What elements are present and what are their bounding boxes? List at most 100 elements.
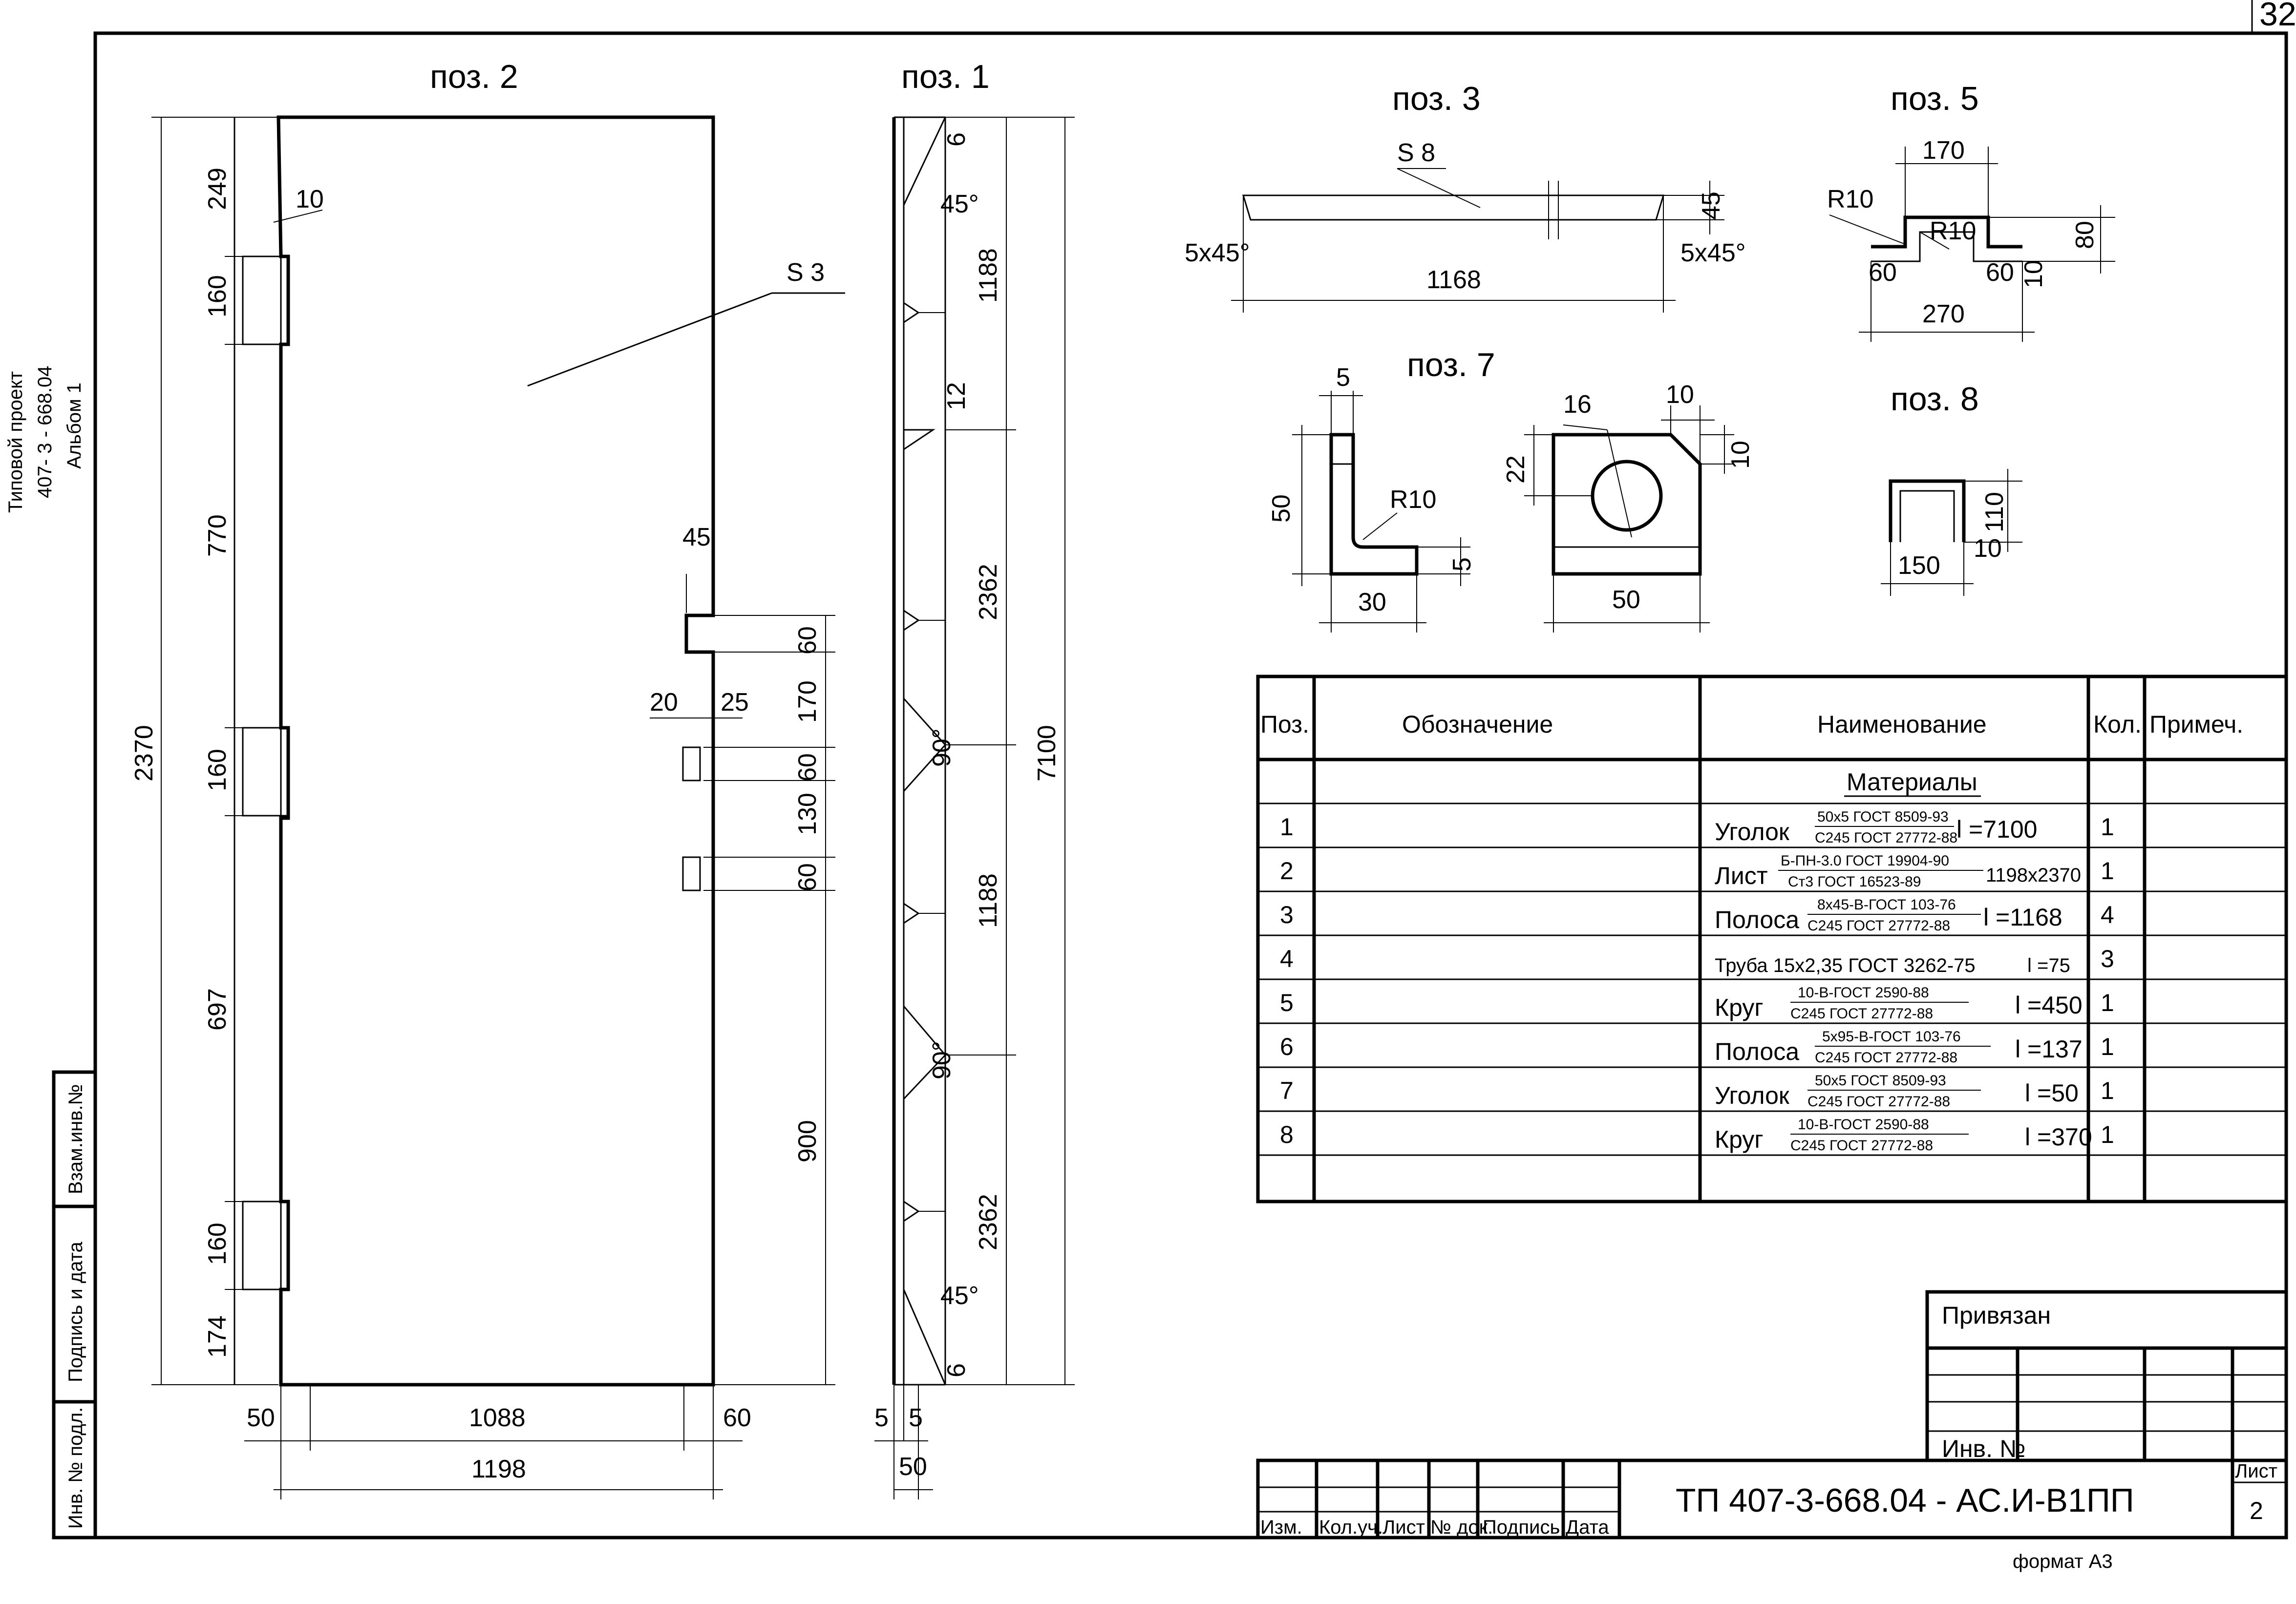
side-label: Типовой проект 407- 3 - 668.04 Альбом 1 xyxy=(5,366,85,513)
drawing-pos8: поз. 8 110 10 150 xyxy=(1881,380,2022,596)
spec-row7-steel: С245 ГОСТ 27772-88 xyxy=(1807,1094,1950,1110)
pos1-angle-90a: 90° xyxy=(928,728,956,767)
spec-row: 7 Уголок 50x5 ГОСТ 8509-93 С245 ГОСТ 277… xyxy=(1280,1073,2114,1110)
title-col-date: Дата xyxy=(1566,1517,1609,1538)
spec-row3-pos: 3 xyxy=(1280,901,1294,929)
spec-row3-steel: С245 ГОСТ 27772-88 xyxy=(1807,918,1950,934)
pos1-dim-50: 50 xyxy=(899,1453,927,1481)
pos2-dim-770: 770 xyxy=(203,514,232,557)
title-col-change: Изм. xyxy=(1260,1517,1302,1538)
pos7-title: поз. 7 xyxy=(1407,346,1495,383)
sheet-label: Лист xyxy=(2235,1460,2277,1482)
pos8-dim-10: 10 xyxy=(1974,534,2002,563)
title-block: Изм. Кол.уч. Лист № док. Подпись Дата ТП… xyxy=(1256,1458,2288,1540)
pos2-dim-900: 900 xyxy=(793,1120,822,1162)
spec-row5-pos: 5 xyxy=(1280,989,1294,1016)
pos1-dim-1188a: 1188 xyxy=(974,248,1002,303)
spec-row7-qty: 1 xyxy=(2101,1077,2114,1104)
pos2-dim-130: 130 xyxy=(793,793,822,835)
spec-row5-steel: С245 ГОСТ 27772-88 xyxy=(1790,1006,1933,1022)
pos2-dim-45: 45 xyxy=(682,523,711,551)
sheet-number: 2 xyxy=(2250,1497,2263,1524)
pos2-thickness: S 3 xyxy=(787,258,825,287)
spec-row: 6 Полоса 5x95-В-ГОСТ 103-76 С245 ГОСТ 27… xyxy=(1280,1029,2114,1066)
spec-row4-name: Труба 15x2,35 ГОСТ 3262-75 xyxy=(1715,955,1976,976)
drawing-pos3: поз. 3 S 8 45 5x45° 5x45° 1168 xyxy=(1185,80,1746,313)
spec-row1-name: Уголок xyxy=(1715,818,1790,845)
spec-row8-name: Круг xyxy=(1715,1126,1764,1153)
pos3-dim-45: 45 xyxy=(1697,191,1725,220)
spec-row: 1 Уголок 50x5 ГОСТ 8509-93 С245 ГОСТ 277… xyxy=(1280,809,2114,846)
spec-row: 3 Полоса 8x45-В-ГОСТ 103-76 С245 ГОСТ 27… xyxy=(1280,897,2114,934)
pos1-dim-1188b: 1188 xyxy=(974,873,1002,928)
spec-header-name: Наименование xyxy=(1817,711,1987,738)
spec-row2-grade: Б-ПН-3.0 ГОСТ 19904-90 xyxy=(1781,853,1949,869)
pos7-dim-22: 22 xyxy=(1502,455,1530,484)
spec-header-note: Примеч. xyxy=(2149,711,2243,738)
spec-row6-steel: С245 ГОСТ 27772-88 xyxy=(1815,1050,1957,1066)
spec-row8-pos: 8 xyxy=(1280,1121,1294,1148)
pos5-dim-10: 10 xyxy=(2020,260,2048,288)
pos2-dim-60d: 60 xyxy=(723,1404,751,1432)
spec-header-qty: Кол. xyxy=(2093,711,2142,738)
pos8-dim-110: 110 xyxy=(1980,492,2009,532)
spec-row7-length: l =50 xyxy=(2025,1079,2079,1107)
spec-table: Поз. Обозначение Наименование Кол. Приме… xyxy=(1256,675,2288,1203)
pos7-dim-5: 5 xyxy=(1336,363,1350,392)
pos5-title: поз. 5 xyxy=(1891,80,1979,117)
pos2-dim-60a: 60 xyxy=(793,626,822,654)
pos5-dim-60a: 60 xyxy=(1869,258,1897,287)
pos8-dim-150: 150 xyxy=(1898,551,1940,580)
spec-row5-grade: 10-В-ГОСТ 2590-88 xyxy=(1798,985,1929,1001)
corner-number: 32 xyxy=(2259,0,2296,33)
side-label-line3: Альбом 1 xyxy=(64,382,85,469)
spec-row3-length: l =1168 xyxy=(1983,904,2062,931)
drawing-pos2: поз. 2 S 3 249 160 770 160 697 160 174 2… xyxy=(130,58,845,1499)
spec-section-title: Материалы xyxy=(1847,768,1977,796)
pos2-dim-60b: 60 xyxy=(793,753,822,781)
title-col-sheet: Лист xyxy=(1382,1517,1425,1538)
spec-row6-length: l =137 xyxy=(2015,1035,2083,1063)
spec-row2-pos: 2 xyxy=(1280,857,1294,885)
pos1-angle-45b: 45° xyxy=(940,1282,979,1310)
pos2-dim-170: 170 xyxy=(793,680,822,723)
pos1-dim-6b: 6 xyxy=(942,1363,971,1377)
spec-row4-pos: 4 xyxy=(1280,945,1294,972)
spec-row7-pos: 7 xyxy=(1280,1077,1294,1104)
title-col-document: № док. xyxy=(1430,1517,1493,1538)
pos1-dim-2362a: 2362 xyxy=(974,564,1002,620)
approval-stamp: Взам.инв.№ Подпись и дата Инв. № подл. xyxy=(52,1070,97,1540)
spec-row5-name: Круг xyxy=(1715,994,1764,1021)
spec-row3-name: Полоса xyxy=(1715,906,1799,933)
pos1-dim-6a: 6 xyxy=(942,132,971,147)
spec-row1-steel: С245 ГОСТ 27772-88 xyxy=(1815,830,1957,846)
spec-row1-grade: 50x5 ГОСТ 8509-93 xyxy=(1817,809,1949,825)
stamp-original-inv: Инв. № подл. xyxy=(65,1407,86,1529)
pos2-dim-50: 50 xyxy=(247,1404,275,1432)
pos3-thickness: S 8 xyxy=(1397,139,1435,167)
pos2-dim-1088: 1088 xyxy=(469,1404,526,1432)
spec-row4-qty: 3 xyxy=(2101,945,2114,972)
pos1-angle-45a: 45° xyxy=(940,190,979,218)
pos5-dim-80: 80 xyxy=(2071,221,2099,249)
spec-row-lines xyxy=(1258,802,2286,1156)
pos2-dim-174: 174 xyxy=(203,1315,232,1358)
pos5-radius-a: R10 xyxy=(1827,185,1873,213)
spec-row7-name: Уголок xyxy=(1715,1082,1790,1109)
spec-row2-name: Лист xyxy=(1715,862,1768,889)
pos2-dim-60c: 60 xyxy=(793,863,822,891)
spec-row8-length: l =370 xyxy=(2025,1123,2092,1151)
pos5-dim-270: 270 xyxy=(1922,300,1965,328)
binding-block: Привязан Инв. № xyxy=(1925,1290,2288,1462)
drawing-designation: ТП 407-3-668.04 - АС.И-В1ПП xyxy=(1676,1482,2134,1519)
spec-row3-grade: 8x45-В-ГОСТ 103-76 xyxy=(1817,897,1956,913)
pos7-dim-10a: 10 xyxy=(1666,380,1694,409)
drawing-pos1: поз. 1 6 45° 1188 12 2362 90° 7100 1188 … xyxy=(874,58,1075,1499)
format-note: формат А3 xyxy=(2013,1551,2113,1572)
spec-row3-qty: 4 xyxy=(2101,901,2114,929)
pos7-dim-50a: 50 xyxy=(1267,494,1296,523)
pos3-dim-1168: 1168 xyxy=(1426,266,1481,294)
pos3-chamfer-left: 5x45° xyxy=(1185,239,1250,267)
stamp-replacement: Взам.инв.№ xyxy=(65,1084,86,1194)
